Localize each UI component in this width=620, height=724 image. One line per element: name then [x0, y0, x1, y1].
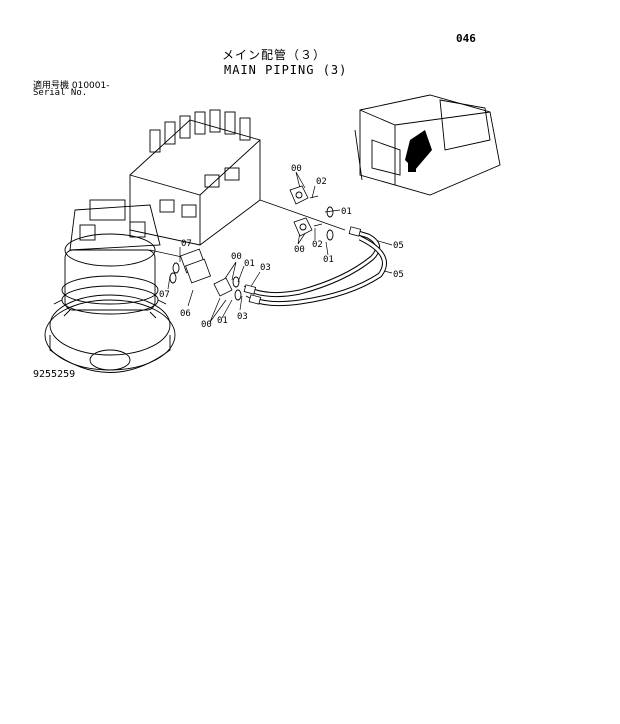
- part-label-05: 05: [393, 241, 404, 251]
- serial-no-label: Serial No.: [33, 88, 88, 98]
- part-label-00: 00: [231, 252, 242, 262]
- part-label-03: 03: [237, 312, 248, 322]
- page-number: 046: [456, 32, 476, 45]
- part-label-02: 02: [316, 177, 327, 187]
- fitting-parts: [169, 185, 334, 303]
- part-label-00: 00: [294, 245, 305, 255]
- part-label-01: 01: [217, 316, 228, 326]
- part-label-01: 01: [244, 259, 255, 269]
- swing-motor-illustration: [44, 199, 176, 373]
- title-japanese: メイン配管（３）: [222, 48, 327, 62]
- part-label-07: 07: [181, 239, 192, 249]
- machine-location-inset: [354, 94, 501, 196]
- serial-applicability-label: 適用号機 010001-: [33, 81, 110, 91]
- part-label-02: 02: [312, 240, 323, 250]
- part-label-01: 01: [341, 207, 352, 217]
- part-label-05: 05: [393, 270, 404, 280]
- part-label-00: 00: [291, 164, 302, 174]
- hydraulic-hoses: [243, 226, 387, 307]
- part-label-03: 03: [260, 263, 271, 273]
- drawing-number: 9255259: [33, 369, 76, 380]
- part-label-07: 07: [159, 290, 170, 300]
- title-english: MAIN PIPING (3): [224, 63, 348, 77]
- control-valve-illustration: [129, 109, 261, 246]
- part-label-01: 01: [323, 255, 334, 265]
- part-label-00: 00: [201, 320, 212, 330]
- part-label-06: 06: [180, 309, 191, 319]
